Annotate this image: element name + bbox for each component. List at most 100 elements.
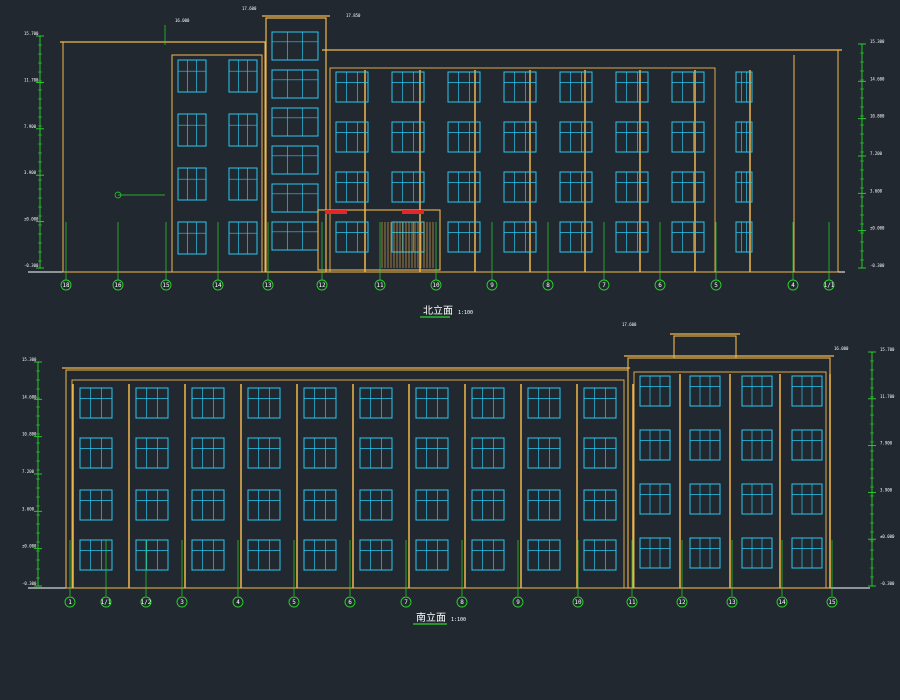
- window: [447, 221, 481, 253]
- window: [359, 539, 393, 571]
- axis-marker: [676, 596, 688, 608]
- level-label: ±0.000: [880, 534, 895, 539]
- axis-marker: [60, 279, 72, 291]
- window: [741, 483, 773, 515]
- window: [271, 221, 319, 251]
- stair-tower-outline: [265, 17, 327, 273]
- window: [79, 539, 113, 571]
- window: [689, 483, 721, 515]
- level-label: -0.300: [880, 581, 895, 586]
- window: [415, 539, 449, 571]
- window: [527, 437, 561, 469]
- axis-label: 10: [432, 282, 440, 289]
- window: [583, 539, 617, 571]
- axis-label: 9: [516, 599, 520, 606]
- top-level-mark: 17.600: [622, 322, 637, 327]
- axis-marker: [486, 279, 498, 291]
- window: [689, 375, 721, 407]
- level-label: 3.600: [870, 188, 883, 193]
- axis-label: 8: [546, 282, 550, 289]
- window: [271, 183, 319, 213]
- axis-marker: [823, 279, 835, 291]
- axis-marker: [160, 279, 172, 291]
- axis-marker: [344, 596, 356, 608]
- window: [191, 437, 225, 469]
- window: [415, 437, 449, 469]
- window: [503, 171, 537, 203]
- south-elevation-scale: 1:100: [451, 617, 466, 623]
- window: [741, 537, 773, 569]
- top-level-mark: 16.000: [834, 346, 849, 351]
- detail-marker: [114, 191, 122, 199]
- window: [471, 437, 505, 469]
- window: [791, 537, 823, 569]
- wing-outline: [171, 54, 263, 273]
- level-label: 10.800: [870, 114, 885, 119]
- south-elevation-title: 南立面: [416, 611, 446, 624]
- window: [359, 489, 393, 521]
- level-label: -0.300: [24, 263, 39, 268]
- window: [671, 171, 705, 203]
- level-label: -0.300: [22, 581, 37, 586]
- level-label: 7.200: [22, 469, 35, 474]
- north-elevation-scale: 1:100: [458, 310, 473, 316]
- level-label: 3.900: [880, 487, 893, 492]
- bay-outline: [71, 379, 625, 589]
- window: [615, 71, 649, 103]
- axis-marker: [542, 279, 554, 291]
- window: [247, 437, 281, 469]
- axis-marker: [787, 279, 799, 291]
- axis-label: 8: [460, 599, 464, 606]
- axis-marker: [316, 279, 328, 291]
- axis-marker: [288, 596, 300, 608]
- window: [335, 171, 369, 203]
- window: [135, 437, 169, 469]
- axis-label: 15: [162, 282, 170, 289]
- window: [791, 375, 823, 407]
- window: [391, 71, 425, 103]
- level-label: 15.300: [870, 39, 885, 44]
- window: [271, 107, 319, 137]
- window: [79, 437, 113, 469]
- window: [671, 121, 705, 153]
- entrance-sign: [325, 210, 347, 214]
- window: [359, 437, 393, 469]
- axis-label: 4: [791, 282, 795, 289]
- window: [303, 387, 337, 419]
- wing-outline: [627, 357, 831, 589]
- window: [247, 489, 281, 521]
- axis-marker: [726, 596, 738, 608]
- axis-label: 7: [404, 599, 408, 606]
- axis-label: 1/1: [824, 282, 835, 289]
- axis-label: 4: [236, 599, 240, 606]
- window: [247, 539, 281, 571]
- window: [271, 69, 319, 99]
- window: [391, 121, 425, 153]
- window: [177, 167, 207, 201]
- window: [615, 171, 649, 203]
- axis-label: 1/2: [141, 599, 152, 606]
- window: [689, 429, 721, 461]
- axis-marker: [776, 596, 788, 608]
- axis-marker: [626, 596, 638, 608]
- window: [735, 71, 753, 103]
- axis-marker: [430, 279, 442, 291]
- axis-label: 1/1: [101, 599, 112, 606]
- window: [335, 121, 369, 153]
- level-label: 11.700: [24, 77, 39, 82]
- window: [415, 387, 449, 419]
- window: [177, 113, 207, 147]
- window: [228, 59, 258, 93]
- axis-label: 18: [62, 282, 70, 289]
- axis-label: 3: [180, 599, 184, 606]
- window: [471, 539, 505, 571]
- window: [303, 489, 337, 521]
- axis-label: 14: [214, 282, 222, 289]
- axis-marker: [512, 596, 524, 608]
- axis-marker: [100, 596, 112, 608]
- window: [503, 71, 537, 103]
- main-block-outline: [65, 369, 629, 589]
- window: [303, 539, 337, 571]
- level-label: 15.700: [24, 31, 39, 36]
